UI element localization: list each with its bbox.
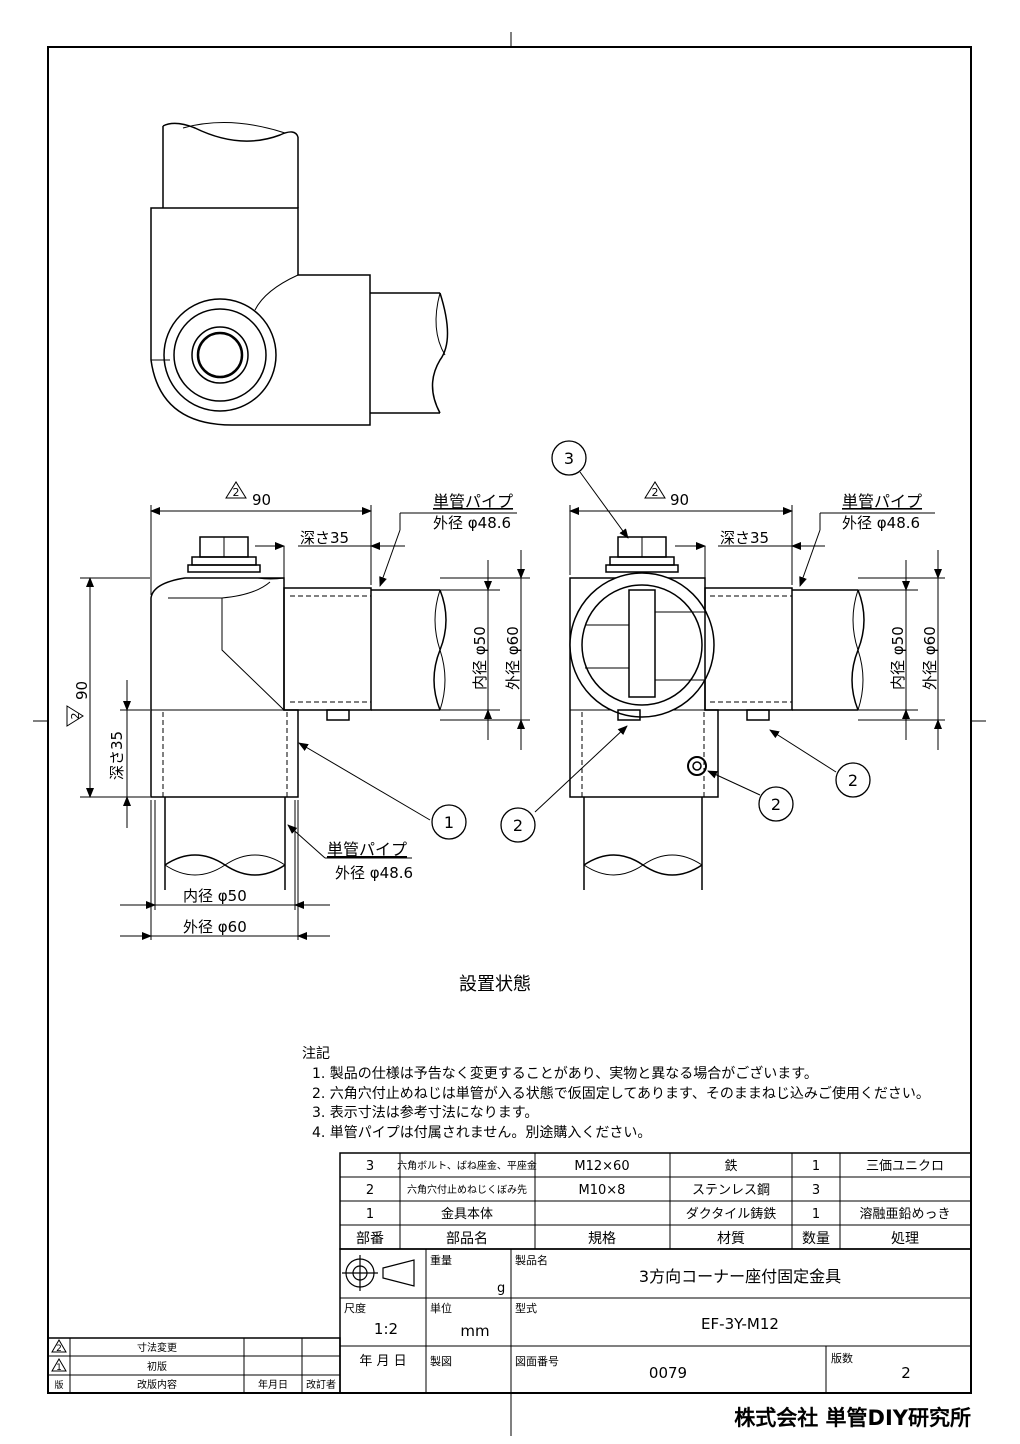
left-pipe-od: 外径 φ48.6: [433, 514, 511, 532]
title-block: [339, 1248, 972, 1394]
right-dim-inner: 内径 φ50: [889, 626, 907, 690]
part-2-material: ステンレス鋼: [692, 1183, 770, 1198]
part-2-name: 六角穴付止めねじくぼみ先: [407, 1183, 527, 1196]
note-item-3: 3. 表示寸法は参考寸法になります。: [312, 1104, 538, 1121]
drawing-caption: 設置状態: [459, 974, 531, 995]
bottom-dim-outer: 外径 φ60: [183, 918, 247, 936]
part-3-qty: 1: [812, 1159, 820, 1174]
balloon-2a: [500, 807, 536, 843]
part-1-material: ダクタイル鋳鉄: [686, 1206, 776, 1222]
part-2-spec: M10×8: [579, 1183, 626, 1198]
rev-row-1-content: 初版: [147, 1360, 167, 1373]
header-material: 材質: [717, 1231, 745, 1247]
part-2-qty: 3: [812, 1183, 820, 1198]
part-3-material: 鉄: [724, 1159, 737, 1174]
revision-table: [47, 1337, 341, 1394]
weight-unit: g: [497, 1281, 505, 1296]
part-1-finish: 溶融亜鉛めっき: [859, 1207, 950, 1222]
drafter-label: 製図: [430, 1354, 452, 1368]
rev-header-mark: 版: [54, 1379, 63, 1391]
rev-header-content: 改版内容: [137, 1378, 177, 1391]
perspective-view: [150, 122, 449, 426]
header-finish: 処理: [891, 1231, 919, 1247]
left-dim-width: 90: [252, 491, 271, 509]
part-1-name: 金具本体: [441, 1206, 493, 1222]
balloon-2c: [835, 762, 871, 798]
part-2-no: 2: [366, 1183, 374, 1198]
header-spec: 規格: [588, 1231, 616, 1247]
header-name: 部品名: [446, 1231, 488, 1247]
notes-heading: 注記: [302, 1045, 330, 1062]
left-dim-inner: 内径 φ50: [471, 626, 489, 690]
left-dim-depth-top: 深さ35: [300, 529, 349, 547]
scale-label: 尺度: [344, 1301, 366, 1315]
unit-value: mm: [460, 1322, 489, 1340]
right-pipe-od: 外径 φ48.6: [842, 514, 920, 532]
balloon-2b-label: 2: [771, 795, 781, 814]
part-1-qty: 1: [812, 1207, 820, 1222]
balloon-3-label: 3: [564, 449, 574, 468]
rev-row-2-mark: 2: [56, 1344, 62, 1354]
rev-header-reviser: 改訂者: [306, 1378, 336, 1391]
left-rev-triangles: 2 2: [66, 481, 247, 727]
model-label: 型式: [515, 1301, 537, 1315]
right-elevation-view: [569, 536, 865, 890]
right-dim-depth-top: 深さ35: [720, 529, 769, 547]
date-label: 年 月 日: [359, 1354, 406, 1369]
balloon-2a-label: 2: [513, 816, 523, 835]
balloon-1-label: 1: [444, 813, 454, 832]
bottom-pipe-label: 単管パイプ: [327, 840, 407, 859]
left-dim-height: 90: [73, 681, 91, 700]
bottom-dim-inner: 内径 φ50: [183, 887, 247, 905]
part-1-no: 1: [366, 1207, 374, 1222]
note-item-1: 1. 製品の仕様は予告なく変更することがあり、実物と異なる場合がございます。: [312, 1065, 818, 1082]
product-name-label: 製品名: [515, 1253, 548, 1267]
model-value: EF-3Y-M12: [701, 1315, 779, 1333]
balloon-2c-label: 2: [848, 771, 858, 790]
right-dim-width: 90: [670, 491, 689, 509]
balloon-1: [431, 804, 467, 840]
rev-mark-right-triangle: [644, 481, 666, 499]
note-item-4: 4. 単管パイプは付属されません。別途購入ください。: [312, 1124, 651, 1141]
third-angle-projection-icon: [342, 1255, 415, 1291]
part-3-name: 六角ボルト、ばね座金、平座金: [397, 1159, 537, 1172]
parts-table-text: 3 六角ボルト、ばね座金、平座金 M12×60 鉄 1 三価ユニクロ 2 六角穴…: [356, 1159, 951, 1247]
scale-value: 1:2: [374, 1320, 398, 1338]
parts-table: [339, 1152, 972, 1250]
right-pipe-label: 単管パイプ: [842, 492, 922, 511]
company-name: 株式会社 単管DIY研究所: [734, 1406, 971, 1430]
rev-header-date: 年月日: [258, 1378, 288, 1391]
note-item-2: 2. 六角穴付止めねじは単管が入る状態で仮固定してあります、そのままねじ込みご使…: [312, 1085, 930, 1102]
part-3-no: 3: [366, 1159, 374, 1174]
notes-block: 注記 1. 製品の仕様は予告なく変更することがあり、実物と異なる場合がございます…: [302, 1045, 930, 1141]
left-view-dimensions: [80, 505, 530, 940]
rev-mark-left-width: 2: [233, 486, 240, 499]
weight-label: 重量: [430, 1253, 452, 1267]
left-dim-depth-side: 深さ35: [108, 731, 126, 780]
rev-mark-right-width: 2: [652, 486, 659, 499]
balloon-2b: [758, 786, 794, 822]
product-name: 3方向コーナー座付固定金具: [639, 1267, 841, 1286]
right-view-dimensions: [534, 471, 945, 813]
edition-value: 2: [901, 1364, 911, 1382]
unit-label: 単位: [430, 1301, 452, 1315]
part-3-spec: M12×60: [574, 1159, 629, 1174]
header-qty: 数量: [802, 1231, 830, 1247]
balloon-3: [551, 440, 587, 476]
left-elevation-view: [150, 536, 447, 890]
right-dim-outer: 外径 φ60: [921, 626, 939, 690]
rev-row-2-content: 寸法変更: [137, 1341, 177, 1354]
rev-row-1-mark: 1: [56, 1363, 62, 1373]
part-3-finish: 三価ユニクロ: [866, 1159, 944, 1174]
rev-mark-left-height: 2: [69, 713, 82, 720]
header-no: 部番: [356, 1231, 384, 1247]
left-pipe-label: 単管パイプ: [433, 492, 513, 511]
bottom-pipe-od: 外径 φ48.6: [335, 864, 413, 882]
drawing-no-label: 図面番号: [515, 1355, 559, 1368]
edition-label: 版数: [831, 1351, 853, 1365]
drawing-no: 0079: [649, 1364, 687, 1382]
left-dim-outer: 外径 φ60: [504, 626, 522, 690]
